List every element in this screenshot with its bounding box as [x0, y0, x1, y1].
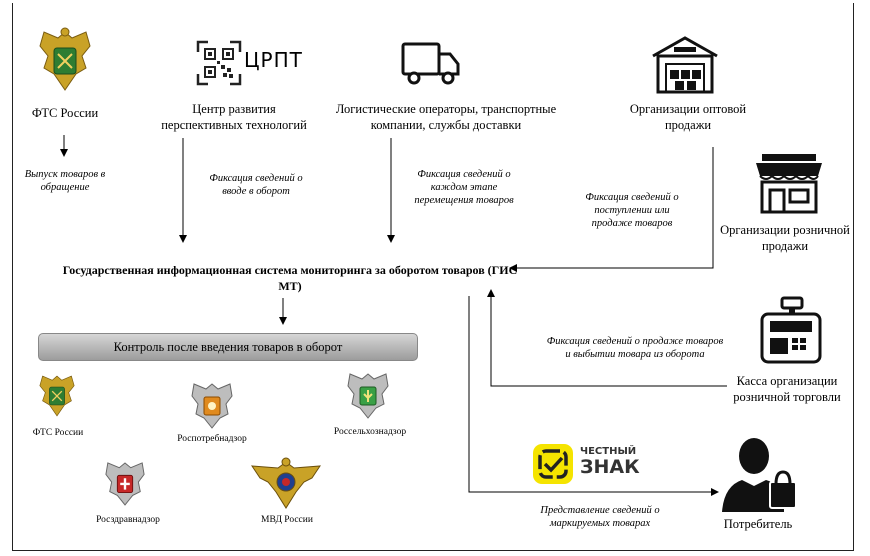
retail-shop-icon: [756, 154, 822, 214]
diagram-frame: [12, 3, 854, 551]
control-bar: Контроль после введения товаров в оборот: [38, 333, 418, 361]
node-cpt: Центр развития перспективных технологий: [161, 102, 307, 132]
cpt-logo-text: ЦРПТ: [244, 48, 303, 72]
agency-rosselkhoz: Россельхознадзор: [333, 427, 407, 437]
agency-fts: ФТС России: [32, 428, 84, 438]
node-fts: ФТС России: [31, 106, 99, 120]
arrow-gis-to-consumer: [468, 296, 719, 496]
agency-mvd: МВД России: [261, 515, 313, 525]
arrow-retail-to-gis: [509, 147, 714, 272]
rosselkhoz-emblem-icon: [347, 373, 389, 419]
cash-register-icon: [760, 296, 822, 364]
chestny-znak-wordmark: ЧЕСТНЫЙ ЗНАК: [580, 446, 640, 477]
fts-agency-emblem-icon: [39, 375, 75, 417]
cpt-qr-logo-icon: [196, 40, 242, 86]
fts-emblem-icon: [39, 27, 91, 91]
edge-register-fix: Фиксация сведений о продаже товаров и вы…: [546, 336, 724, 360]
consumer-person-icon: [722, 438, 797, 512]
edge-retail-fix: Фиксация сведений о поступлении или прод…: [585, 192, 679, 229]
agency-roszdrav: Росздравнадзор: [96, 515, 160, 525]
edge-fts-release: Выпуск товаров в обращение: [24, 169, 106, 193]
control-bar-label: Контроль после введения товаров в оборот: [113, 339, 343, 354]
edge-log-fix: Фиксация сведений о каждом этапе перемещ…: [414, 169, 514, 206]
warehouse-icon: [652, 36, 718, 94]
node-retail: Организации розничной продажи: [720, 223, 850, 253]
node-logistics: Логистические операторы, транспортные ко…: [335, 102, 557, 132]
edge-consumer-info: Представление сведений о маркируемых тов…: [540, 505, 660, 529]
arrow-register-to-gis: [487, 289, 727, 387]
rospotreb-emblem-icon: [191, 383, 233, 429]
roszdrav-emblem-icon: [105, 462, 145, 506]
znak-line2: ЗНАК: [580, 456, 640, 478]
agency-rospotreb: Роспотребнадзор: [177, 434, 247, 444]
node-consumer: Потребитель: [723, 517, 793, 531]
edge-cpt-fix: Фиксация сведений о вводе в оборот: [209, 173, 303, 197]
truck-icon: [401, 42, 460, 85]
znak-line1: ЧЕСТНЫЙ: [580, 446, 637, 457]
node-wholesale: Организации оптовой продажи: [629, 102, 747, 132]
node-register: Касса организации розничной торговли: [733, 374, 841, 404]
mvd-emblem-icon: [251, 457, 321, 509]
chestny-znak-logo-icon: [533, 444, 573, 484]
gis-mt-title: Государственная информационная система м…: [62, 263, 518, 293]
